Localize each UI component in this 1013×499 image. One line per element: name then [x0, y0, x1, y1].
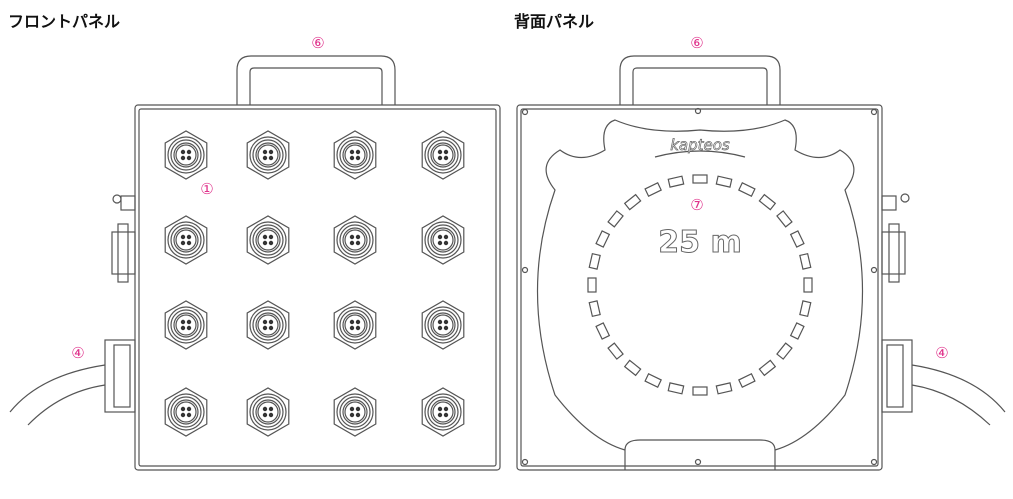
label-cable-front: ④	[71, 344, 84, 362]
length-marker	[588, 300, 601, 318]
side-connector-back	[881, 231, 906, 275]
length-marker	[587, 277, 597, 293]
connector	[333, 300, 377, 350]
connector	[164, 215, 208, 265]
label-reel: ⑦	[690, 196, 703, 214]
length-marker	[623, 193, 642, 211]
length-marker	[595, 230, 611, 248]
connector	[164, 300, 208, 350]
length-marker	[803, 277, 813, 293]
label-handle-back: ⑥	[690, 34, 703, 52]
back-handle	[619, 55, 781, 105]
cable-gland-back	[881, 339, 913, 413]
cable-gland	[104, 339, 136, 413]
length-marker	[588, 252, 601, 270]
length-marker	[789, 230, 805, 248]
length-marker	[758, 359, 777, 377]
length-marker	[644, 182, 662, 197]
connector	[421, 387, 465, 437]
ground-knob	[112, 194, 122, 204]
connector	[333, 130, 377, 180]
connector	[246, 130, 290, 180]
connector	[421, 215, 465, 265]
ground-knob-back	[881, 195, 897, 211]
connector	[246, 215, 290, 265]
connector	[421, 130, 465, 180]
label-connector: ①	[200, 180, 213, 198]
length-marker	[776, 210, 793, 228]
length-marker	[667, 175, 685, 188]
connector	[164, 130, 208, 180]
length-marker	[607, 210, 624, 228]
label-cable-back: ④	[935, 344, 948, 362]
length-marker	[789, 322, 805, 340]
reel-outline	[536, 119, 864, 470]
cable-back	[911, 364, 1006, 426]
length-marking: 25 m	[658, 225, 741, 260]
brand-logo: kapteos	[670, 136, 730, 154]
length-marker	[799, 300, 812, 318]
length-marker	[738, 373, 756, 388]
length-marker	[644, 373, 662, 388]
length-marker	[692, 174, 708, 184]
front-panel: ⑥ ① ④	[9, 34, 501, 471]
front-panel-body	[134, 104, 501, 471]
length-marker	[595, 322, 611, 340]
length-marker	[607, 342, 624, 360]
connector	[421, 300, 465, 350]
length-marker	[715, 382, 733, 395]
connector	[164, 387, 208, 437]
cable	[9, 364, 106, 426]
connector	[333, 215, 377, 265]
connector	[246, 300, 290, 350]
length-marker	[667, 382, 685, 395]
length-marker	[799, 252, 812, 270]
connector	[246, 387, 290, 437]
back-panel: kapteos 25 m ⑥ ⑦ ④	[516, 34, 1006, 471]
length-marker	[738, 182, 756, 197]
length-marker	[715, 175, 733, 188]
length-marker	[623, 359, 642, 377]
label-handle-front: ⑥	[311, 34, 324, 52]
back-panel-body	[516, 104, 883, 471]
connector	[333, 387, 377, 437]
back-panel-title: 背面パネル	[514, 12, 595, 31]
length-marker	[692, 386, 708, 396]
side-connector	[111, 231, 136, 275]
length-marker	[776, 342, 793, 360]
front-handle	[236, 55, 396, 105]
length-marker	[758, 193, 777, 211]
front-panel-title: フロントパネル	[8, 12, 121, 31]
